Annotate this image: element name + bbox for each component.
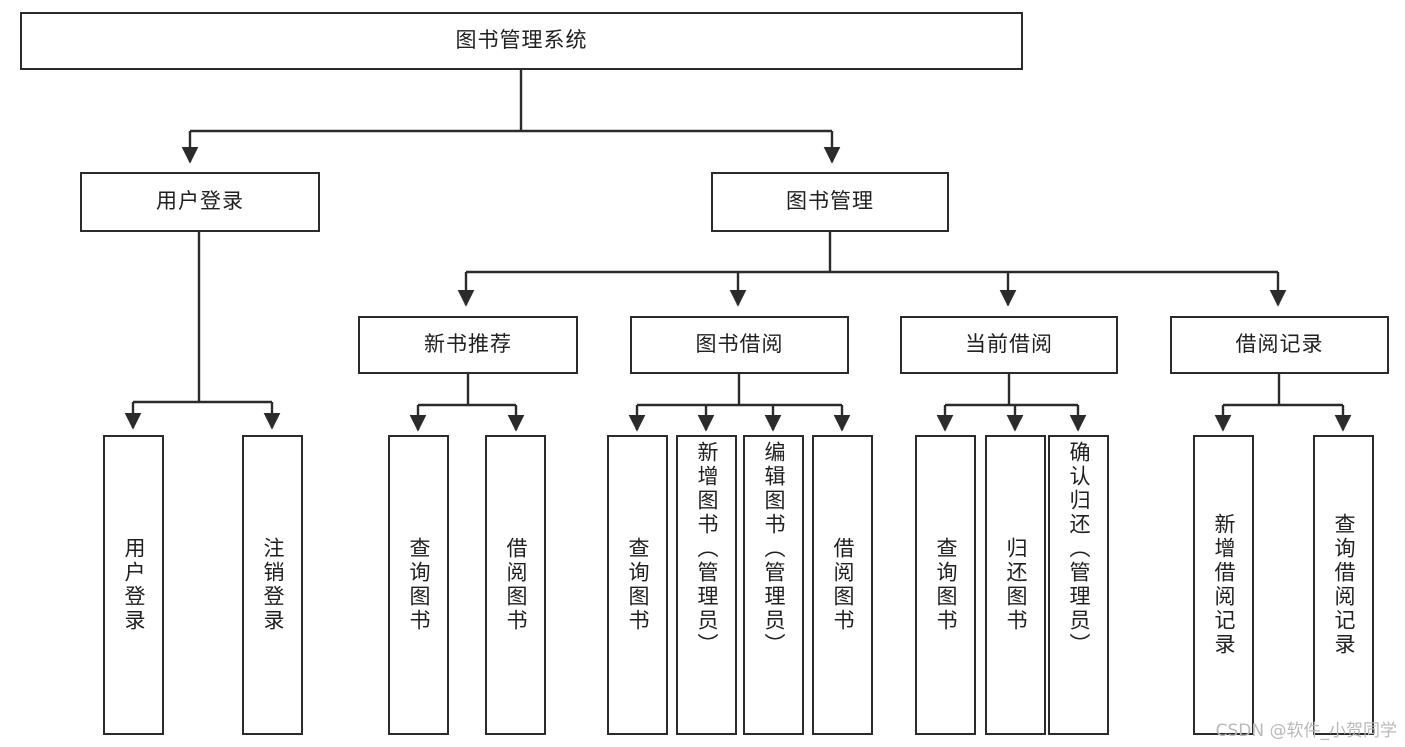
- csdn-watermark: CSDN @软件_小贺同学: [1215, 721, 1397, 741]
- node-borrow-record[interactable]: 借阅记录: [1170, 316, 1389, 374]
- node-book-management-label: 图书管理: [786, 189, 874, 214]
- node-leaf-borrow-book-recommend[interactable]: 借阅图书: [485, 435, 546, 735]
- node-book-borrow[interactable]: 图书借阅: [630, 316, 849, 374]
- node-leaf-query-book-recommend-label: 查询图书: [407, 537, 431, 633]
- node-leaf-add-borrow-record[interactable]: 新增借阅记录: [1193, 435, 1254, 735]
- node-current-borrow[interactable]: 当前借阅: [900, 316, 1118, 374]
- node-leaf-query-book-current-label: 查询图书: [934, 537, 958, 633]
- node-leaf-query-book-borrow[interactable]: 查询图书: [607, 435, 668, 735]
- node-book-management[interactable]: 图书管理: [711, 172, 949, 232]
- node-leaf-edit-book-admin[interactable]: 编辑图书（管理员）: [743, 435, 804, 735]
- node-leaf-query-borrow-record-label: 查询借阅记录: [1332, 513, 1356, 657]
- node-leaf-logout[interactable]: 注销登录: [242, 435, 303, 735]
- node-leaf-confirm-return-admin[interactable]: 确认归还（管理员）: [1048, 435, 1109, 735]
- node-leaf-borrow-book[interactable]: 借阅图书: [812, 435, 873, 735]
- node-new-book-recommend[interactable]: 新书推荐: [358, 316, 578, 374]
- node-leaf-add-borrow-record-label: 新增借阅记录: [1212, 513, 1236, 657]
- node-leaf-user-login[interactable]: 用户登录: [103, 435, 164, 735]
- node-leaf-return-book-label: 归还图书: [1004, 537, 1028, 633]
- node-leaf-user-login-label: 用户登录: [122, 537, 146, 633]
- node-leaf-query-book-current[interactable]: 查询图书: [915, 435, 976, 735]
- node-leaf-borrow-book-recommend-label: 借阅图书: [504, 537, 528, 633]
- node-leaf-query-book-recommend[interactable]: 查询图书: [388, 435, 449, 735]
- node-leaf-borrow-book-label: 借阅图书: [831, 537, 855, 633]
- node-book-borrow-label: 图书借阅: [695, 332, 784, 357]
- node-leaf-query-borrow-record[interactable]: 查询借阅记录: [1313, 435, 1374, 735]
- node-leaf-add-book-admin-label: 新增图书（管理员）: [695, 441, 719, 657]
- node-borrow-record-label: 借阅记录: [1235, 332, 1324, 357]
- node-leaf-confirm-return-admin-label: 确认归还（管理员）: [1067, 441, 1091, 657]
- node-new-book-recommend-label: 新书推荐: [424, 332, 512, 357]
- node-leaf-edit-book-admin-label: 编辑图书（管理员）: [762, 441, 786, 657]
- node-leaf-add-book-admin[interactable]: 新增图书（管理员）: [676, 435, 737, 735]
- node-user-login[interactable]: 用户登录: [80, 172, 320, 232]
- node-leaf-query-book-borrow-label: 查询图书: [626, 537, 650, 633]
- node-current-borrow-label: 当前借阅: [965, 332, 1053, 357]
- node-root-system[interactable]: 图书管理系统: [20, 12, 1023, 70]
- node-root-system-label: 图书管理系统: [455, 28, 588, 53]
- node-leaf-return-book[interactable]: 归还图书: [985, 435, 1046, 735]
- node-leaf-logout-label: 注销登录: [261, 537, 285, 633]
- node-user-login-label: 用户登录: [156, 189, 244, 214]
